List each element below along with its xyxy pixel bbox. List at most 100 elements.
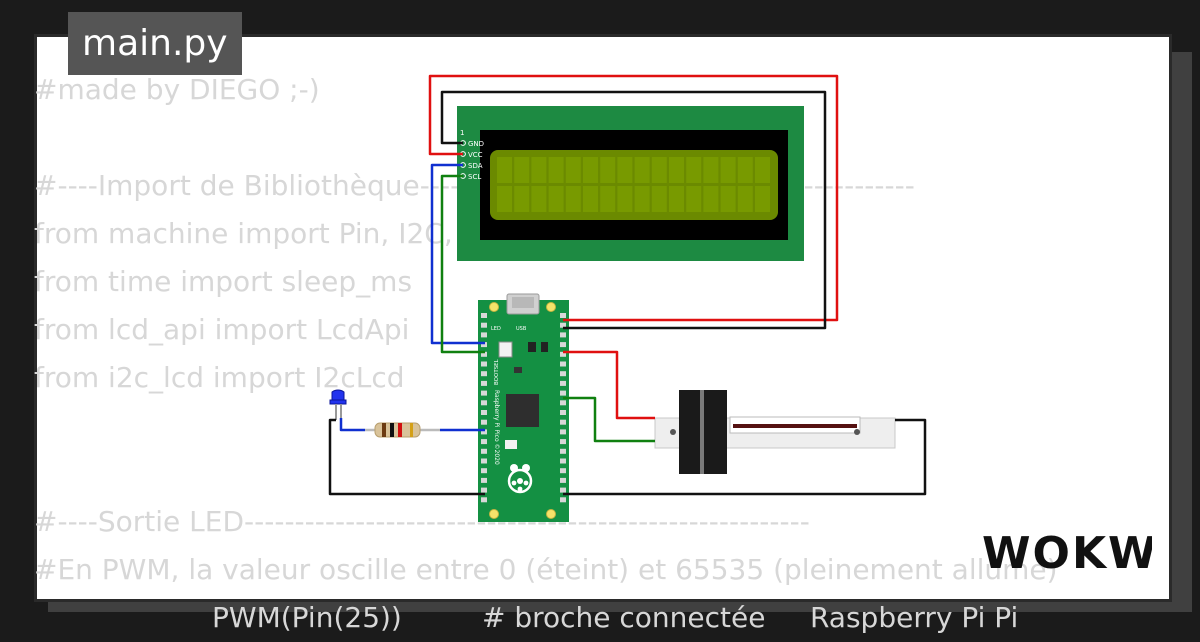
- lcd-char-cell: [634, 186, 650, 212]
- pico-pin[interactable]: [481, 410, 487, 415]
- resistor: [365, 422, 440, 438]
- pico-pin[interactable]: [560, 342, 566, 348]
- lcd-char-cell: [669, 186, 684, 212]
- pico-pin[interactable]: [560, 439, 566, 445]
- wire-sda: [430, 163, 485, 345]
- pico-pin[interactable]: [481, 487, 487, 493]
- pico-pin[interactable]: [481, 448, 487, 454]
- lcd-char-cell: [651, 186, 667, 212]
- pico-pin[interactable]: [560, 497, 566, 503]
- pico-pin[interactable]: [481, 419, 487, 425]
- lcd-char-cell: [686, 157, 702, 183]
- pico-pin[interactable]: [481, 390, 487, 396]
- pico-pin[interactable]: [560, 322, 566, 328]
- pico-pin[interactable]: [560, 361, 566, 367]
- pico-pin[interactable]: [481, 439, 487, 445]
- lcd-char-cell: [617, 157, 633, 183]
- pico-pin[interactable]: [481, 371, 487, 377]
- lcd-pin-label: SCL: [468, 173, 481, 181]
- pico-pin[interactable]: [481, 313, 487, 318]
- pico-pin[interactable]: [560, 332, 566, 338]
- pico-pin[interactable]: [481, 361, 487, 367]
- lcd-char-cell: [531, 157, 547, 183]
- pico-pin[interactable]: [481, 468, 487, 474]
- pico-pin[interactable]: [481, 380, 487, 386]
- pico-pin[interactable]: [560, 351, 566, 357]
- wire-gnd: [440, 90, 827, 330]
- wokwi-logo-text: WOKWi: [982, 528, 1152, 579]
- lcd-cells: [497, 157, 770, 212]
- pico-pin[interactable]: [560, 448, 566, 454]
- raspberry-pi-pico[interactable]: LED USB BOOTSEL Raspberry Pi Pico ©2020: [478, 293, 569, 522]
- pico-pin[interactable]: [560, 477, 566, 483]
- pico-pin[interactable]: [481, 322, 487, 328]
- pico-pin[interactable]: [560, 390, 566, 396]
- wire-pot-gnd: [563, 418, 927, 496]
- pico-pin[interactable]: [560, 371, 566, 377]
- lcd-char-cell: [720, 157, 736, 183]
- pico-pin[interactable]: [481, 400, 487, 406]
- wire-scl: [440, 174, 485, 354]
- lcd-char-cell: [583, 186, 598, 212]
- wires: [328, 74, 927, 496]
- slide-potentiometer[interactable]: [654, 390, 896, 474]
- lcd-char-cell: [531, 186, 547, 212]
- code-line: from i2c_lcd import I2cLcd: [34, 361, 405, 394]
- lcd-char-cell: [720, 186, 736, 212]
- code-line: from lcd_api import LcdApi: [34, 313, 410, 346]
- wire-led-anode: [339, 418, 365, 432]
- lcd-char-cell: [755, 186, 770, 212]
- lcd-char-cell: [737, 157, 753, 183]
- lcd-char-cell: [703, 186, 719, 212]
- pico-pin[interactable]: [481, 429, 487, 435]
- pico-board-label: Raspberry Pi Pico ©2020: [493, 390, 500, 465]
- code-line: #En PWM, la valeur oscille entre 0 (étei…: [34, 553, 1058, 586]
- pico-pin[interactable]: [560, 487, 566, 493]
- pico-pin[interactable]: [481, 477, 487, 483]
- silk-bootsel-label: BOOTSEL: [494, 358, 500, 385]
- lcd-char-cell: [651, 157, 667, 183]
- blue-led: [329, 389, 347, 420]
- wire-vcc: [428, 74, 839, 322]
- lcd-char-cell: [548, 157, 564, 183]
- pico-pin[interactable]: [481, 458, 487, 464]
- lcd-char-cell: [737, 186, 753, 212]
- wire-led-gnd: [328, 418, 485, 496]
- file-tab[interactable]: main.py: [68, 12, 242, 75]
- pico-pin[interactable]: [560, 429, 566, 435]
- wire-pot-signal: [563, 396, 655, 443]
- pico-pin[interactable]: [481, 497, 487, 503]
- pico-pin[interactable]: [560, 313, 566, 318]
- silk-led-label: LED: [491, 326, 501, 332]
- bootsel-button[interactable]: [498, 341, 513, 358]
- raspberry-logo-icon: [507, 464, 533, 494]
- lcd-char-cell: [617, 186, 633, 212]
- pico-pin[interactable]: [481, 342, 487, 348]
- lcd-pin-label: GND: [468, 140, 484, 148]
- pico-pin[interactable]: [560, 380, 566, 386]
- lcd-char-cell: [548, 186, 564, 212]
- rp2040-chip: [506, 394, 539, 427]
- lcd-char-cell: [600, 157, 616, 183]
- lcd-char-cell: [703, 157, 719, 183]
- lcd-char-cell: [669, 157, 684, 183]
- lcd-pin-label: VCC: [468, 151, 483, 159]
- wokwi-logo: WOKWi: [982, 528, 1152, 579]
- slider-track: [733, 424, 857, 428]
- lcd-char-cell: [600, 186, 616, 212]
- pico-pin[interactable]: [560, 400, 566, 406]
- pico-pin[interactable]: [560, 419, 566, 425]
- pico-pin[interactable]: [560, 458, 566, 464]
- pico-pin[interactable]: [481, 351, 487, 357]
- pico-pin[interactable]: [481, 332, 487, 338]
- lcd-char-cell: [755, 157, 770, 183]
- pico-pin[interactable]: [560, 468, 566, 474]
- pico-pin[interactable]: [560, 410, 566, 415]
- pico-pin-rows: [481, 313, 566, 503]
- lcd-display[interactable]: 1 GND VCC SDA SCL: [457, 106, 804, 261]
- lcd-char-cell: [514, 186, 530, 212]
- lcd-char-cell: [686, 186, 702, 212]
- lcd-char-cell: [565, 157, 581, 183]
- code-line: from time import sleep_ms: [34, 265, 413, 298]
